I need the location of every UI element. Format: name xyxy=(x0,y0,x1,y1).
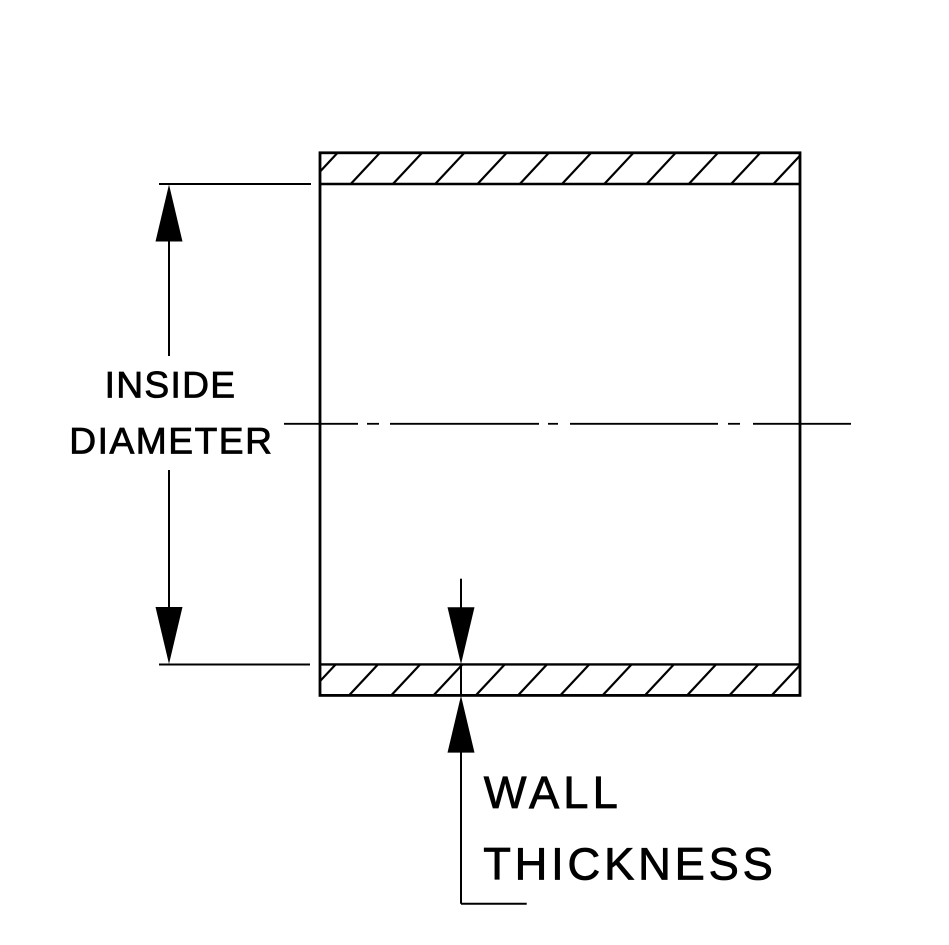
svg-text:INSIDE: INSIDE xyxy=(105,364,237,406)
svg-text:DIAMETER: DIAMETER xyxy=(69,419,273,461)
svg-text:WALL: WALL xyxy=(484,767,622,818)
svg-text:THICKNESS: THICKNESS xyxy=(483,839,776,890)
